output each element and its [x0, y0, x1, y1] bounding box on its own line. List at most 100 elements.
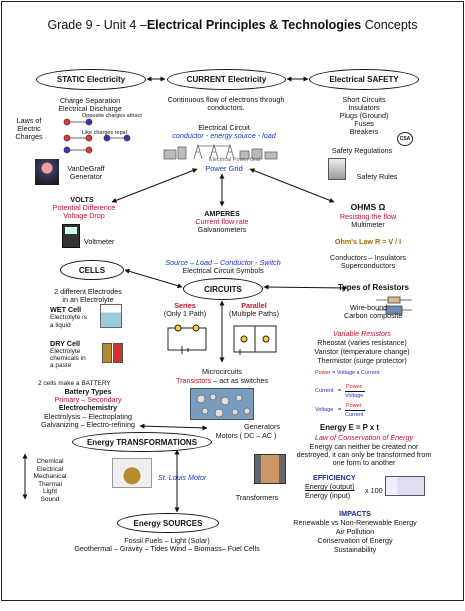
pf2-eq: = [338, 388, 342, 394]
power-grid-image [162, 142, 282, 162]
sources-line-1: Fossil Fuels – Light (Solar) [124, 536, 210, 545]
energy-form-item: Light [42, 488, 58, 495]
opposite-charges-label: Opposite charges attract [82, 113, 142, 119]
power-grid-svg [163, 143, 278, 160]
battery-1 [102, 343, 112, 363]
cells-electrodes-1: 2 different Electrodes [54, 287, 122, 296]
electrochemistry-title: Electrochemistry [58, 403, 118, 412]
current-desc-1: Continuous flow of electrons through [167, 95, 285, 104]
volts-drop: Voltage Drop [63, 211, 105, 220]
circuit-symbols-list: Source – Load – Conductor - Switch [165, 258, 281, 267]
ohms-multimeter: Multimeter [351, 220, 385, 229]
variable-resistors: Variable Resistors [332, 329, 392, 338]
impacts-line-1: Renewable vs Non-Renewable Energy [293, 518, 417, 527]
series-circuit-diagram [164, 322, 210, 356]
pf1-times: x [356, 370, 360, 376]
node-current: CURRENT Electricity [167, 69, 286, 90]
parallel-desc: (Multiple Paths) [229, 309, 279, 318]
like-charges-label: Like charges repel [82, 130, 127, 136]
resistor-wire-bound: Wire-bound [350, 303, 388, 312]
laws-line-1: Laws of [16, 116, 42, 125]
transistors-image [190, 388, 254, 420]
varistor: Varistor (temperature change) [314, 347, 410, 356]
node-transformations: Energy TRANSFORMATIONS [72, 432, 212, 452]
transistors-desc: – act as switches [211, 376, 269, 385]
node-static: STATIC Electricity [36, 69, 146, 90]
safety-regulations: Safety Regulations [331, 146, 393, 155]
transistors-svg [196, 393, 251, 418]
charges-diagram-svg [63, 118, 131, 154]
node-circuits-label: CIRCUITS [204, 284, 242, 294]
battery-primary-secondary: Primary – Secondary [54, 395, 122, 404]
wet-cell-desc-2: a liquid [50, 322, 71, 329]
volts-potential: Potential Difference [52, 203, 116, 212]
vandegraff-line-1: VanDeGraff [67, 164, 105, 173]
energy-form-item: Thermal [38, 480, 62, 488]
microcircuits: Microcircuits [202, 367, 242, 376]
pf3-bar [345, 410, 365, 411]
parallel-circuit-diagram [230, 322, 280, 356]
electrical-circuit: Electrical Circuit [198, 123, 250, 132]
efficiency-numerator: Energy (output) [305, 482, 355, 491]
power-grid-caption: Electrical Power Grid [209, 157, 261, 163]
pf3-current: Current [345, 412, 364, 418]
battery-2 [113, 343, 123, 363]
node-safety: Electrical SAFETY [309, 69, 419, 90]
series-circuit-svg [167, 324, 207, 354]
impacts-line-3: Conservation of Energy [317, 536, 393, 545]
ohms-title: OHMS Ω [350, 202, 386, 212]
sources-line-2: Geothermal – Gravity – Tides Wind – Biom… [74, 544, 260, 553]
circuit-components: conductor - energy source - load [172, 131, 276, 140]
node-safety-label: Electrical SAFETY [329, 75, 399, 84]
safety-rules-image [328, 158, 346, 180]
page-title: Grade 9 - Unit 4 –Electrical Principles … [2, 18, 463, 32]
node-circuits: CIRCUITS [183, 278, 263, 300]
amperes-title: AMPERES [204, 209, 240, 218]
node-transformations-label: Energy TRANSFORMATIONS [86, 437, 198, 447]
ohms-resisting: Resisting the flow [339, 212, 397, 221]
current-desc-2: conductors. [207, 103, 245, 112]
pf2-power: Power [346, 384, 362, 390]
safety-breakers: Breakers [349, 127, 379, 136]
safety-fuses: Fuses [354, 119, 374, 128]
motors: Motors ( DC – AC ) [215, 431, 277, 440]
rheostat: Rheostat (varies resistance) [317, 338, 407, 347]
safety-plugs: Plugs (Ground) [339, 111, 389, 120]
resistors-image [374, 294, 414, 316]
dry-cell-title: DRY Cell [50, 339, 80, 348]
parallel-circuit-svg [233, 325, 277, 355]
pf1-power: Power [315, 370, 331, 376]
wet-cell-image [100, 304, 122, 328]
energy-form-item: Sound [40, 495, 60, 503]
power-formula-1: Power = Voltage x Current [315, 370, 379, 376]
wet-cell-desc-1: Electrolyte is [50, 314, 87, 321]
series-desc: (Only 1 Path) [163, 309, 207, 318]
energy-formula: Energy E = P x t [320, 423, 380, 432]
title-prefix: Grade 9 - Unit 4 – [47, 18, 147, 32]
safety-insulators: Insulators [348, 103, 380, 112]
circuit-symbols-label: Electrical Circuit Symbols [182, 266, 264, 275]
charges-diagram [57, 114, 135, 156]
electrochemistry-line-2: Galvanizing – Electro-refining [41, 420, 135, 429]
pf2-current: Current [315, 388, 334, 394]
impacts-title: IMPACTS [339, 509, 371, 518]
battery-types: Battery Types [64, 387, 112, 396]
conservation-line-3: one form to another [332, 458, 396, 467]
static-charge-separation: Charge Separation [59, 96, 121, 105]
safety-short-circuits: Short Circuits [342, 95, 386, 104]
laws-line-3: Charges [15, 132, 43, 141]
conductors-insulators: Conductors – Insulators [330, 253, 406, 262]
vandegraff-line-2: Generator [69, 172, 103, 181]
conservation-line-2: destroyed, it can only be transformed fr… [296, 450, 432, 459]
pf3-voltage: Voltage [315, 407, 334, 413]
electrochemistry-line-1: Electrolysis – Electroplating [44, 412, 132, 421]
vandegraff-image [35, 159, 59, 185]
energy-form-item: Mechanical [33, 473, 67, 480]
efficiency-times-100: x 100 [365, 486, 383, 495]
pf1-current: Current [359, 370, 380, 376]
impacts-line-4: Sustainability [333, 545, 377, 554]
laws-line-2: Electric [17, 124, 41, 133]
pf1-voltage: = Voltage [330, 370, 357, 376]
pf3-eq: = [338, 407, 342, 413]
dry-cell-desc-3: a paste [50, 362, 72, 369]
